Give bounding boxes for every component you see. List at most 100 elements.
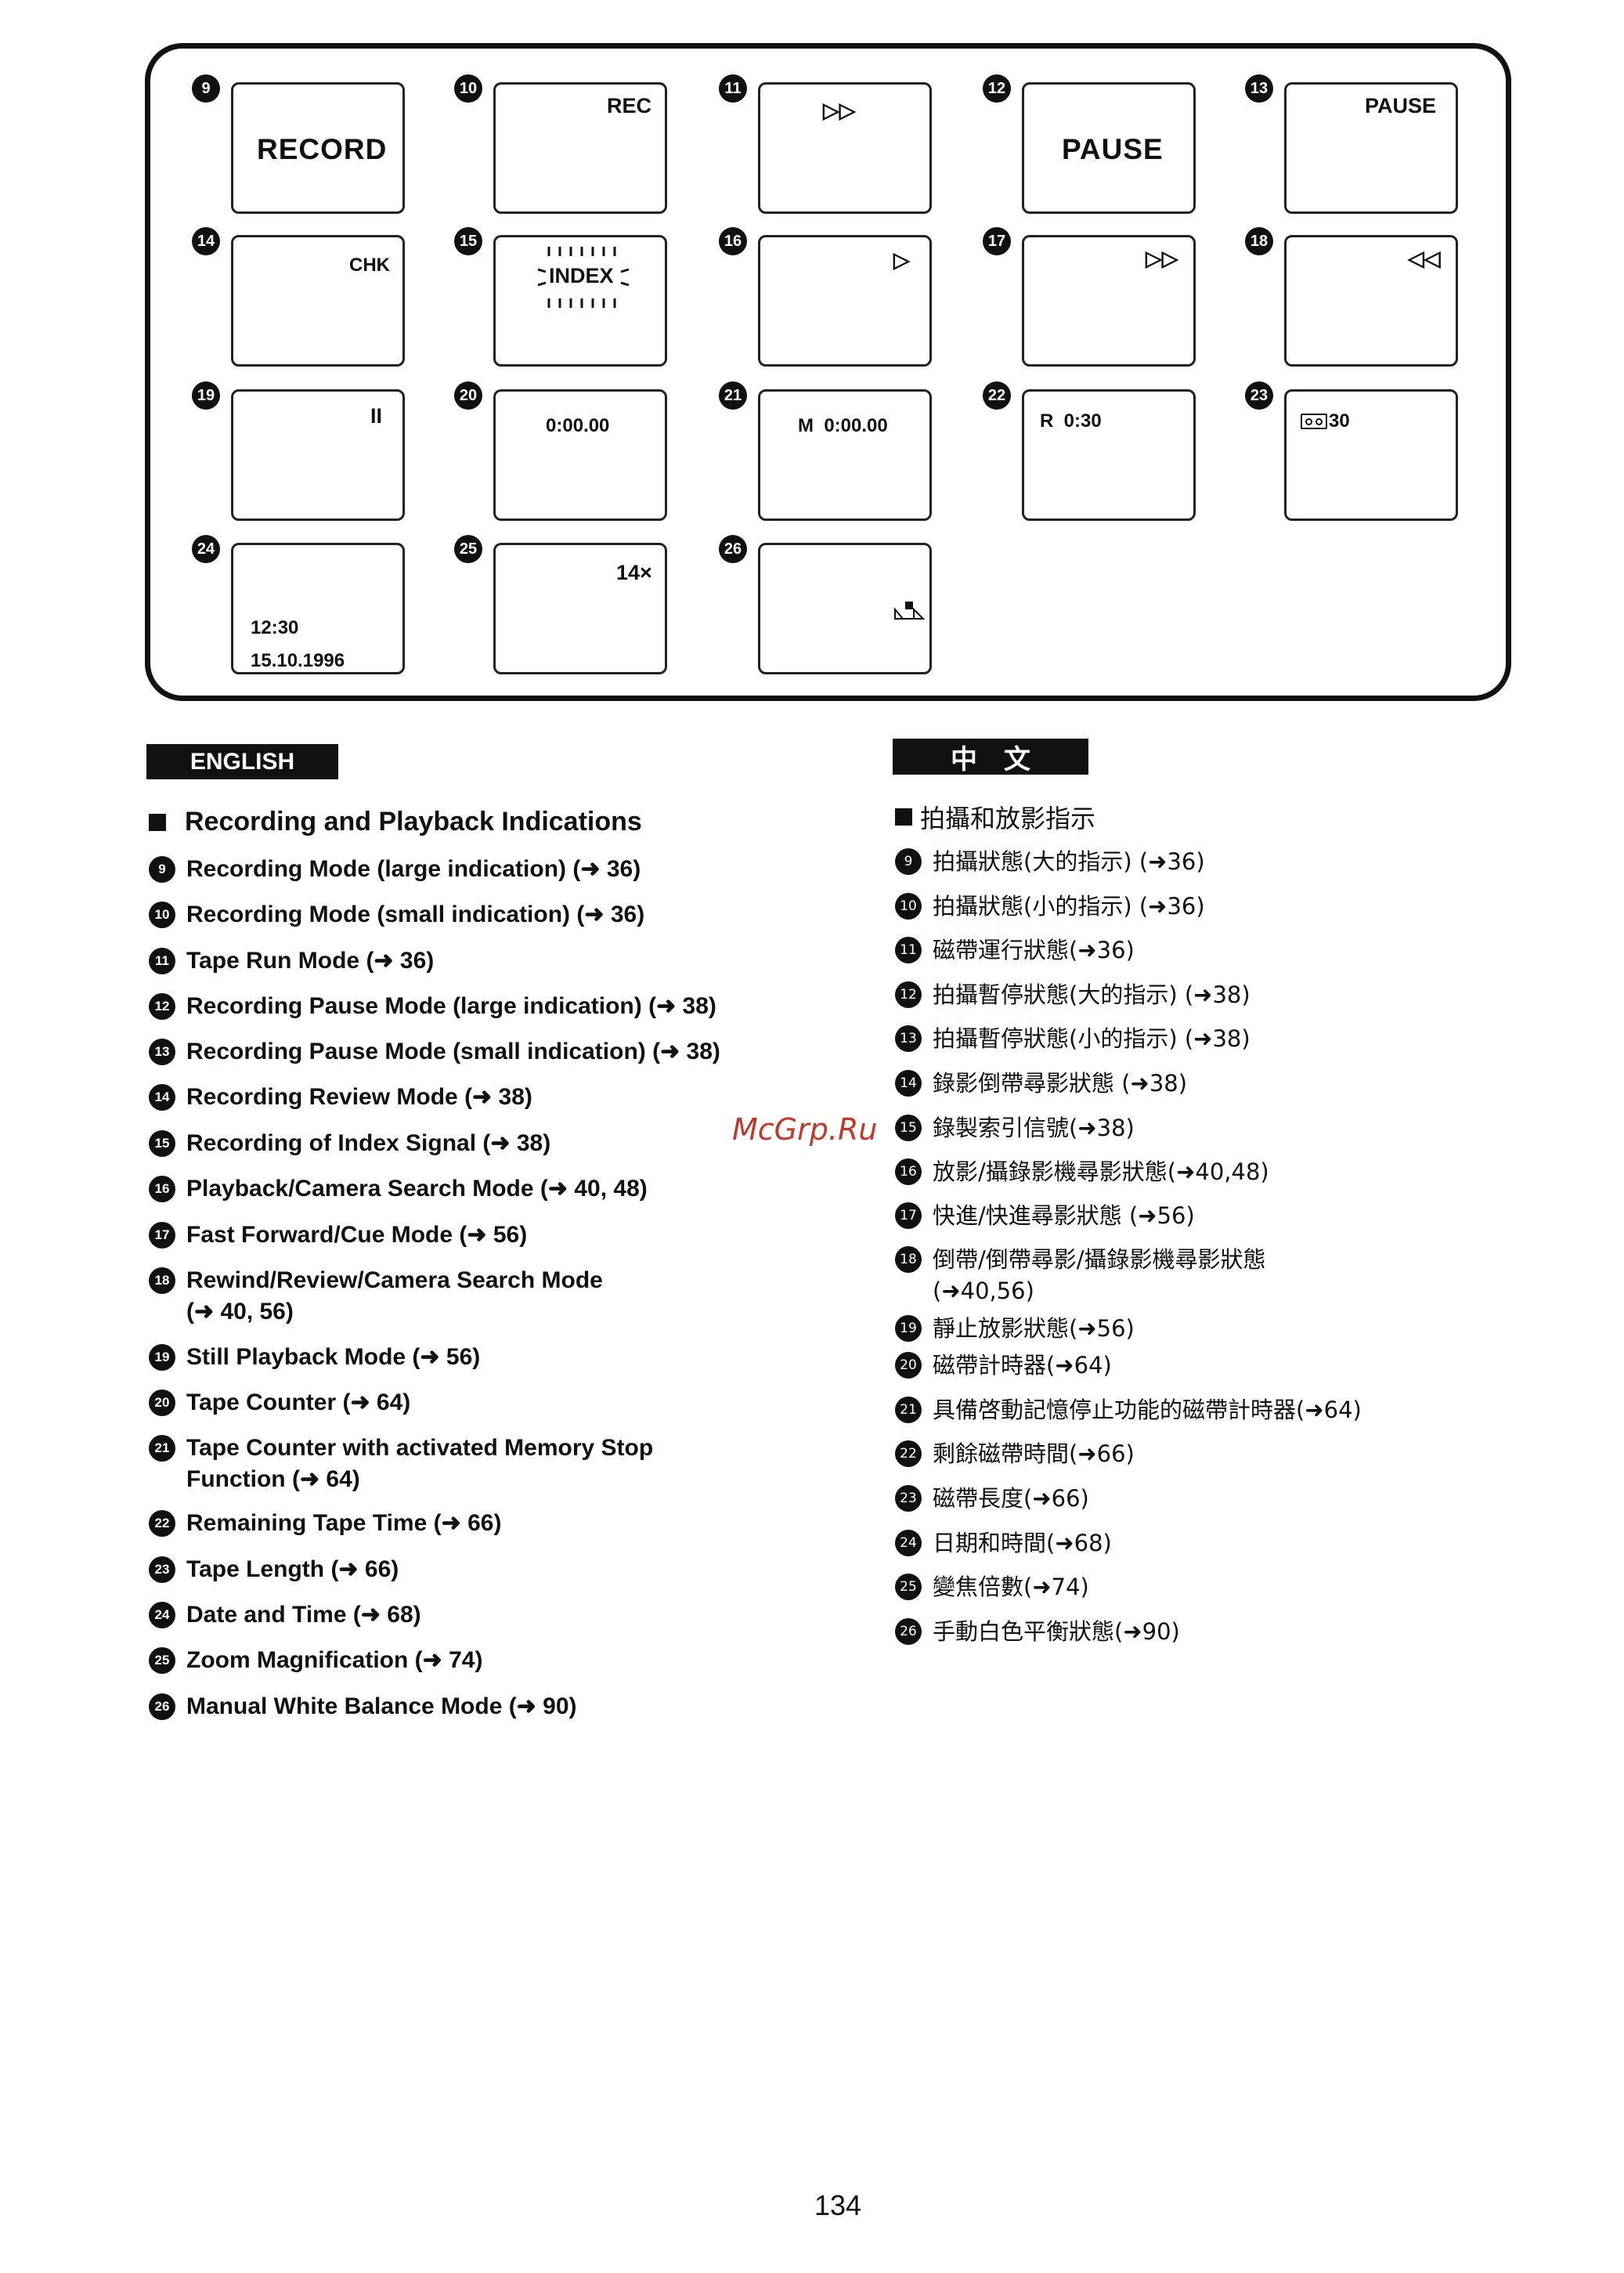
item-text: 靜止放影狀態(➜56) (933, 1313, 1135, 1344)
display-indicator-text: 12:30 (251, 617, 299, 638)
item-text: 磁帶運行狀態(➜36) (933, 934, 1135, 966)
item-line: Rewind/Review/Camera Search Mode (186, 1267, 603, 1293)
item-line: Manual White Balance Mode (➜ 90) (186, 1693, 577, 1719)
item-number-badge: 19 (149, 1344, 175, 1371)
item-number-badge: 16 (895, 1158, 922, 1185)
viewfinder-screen: ▷▷ (1022, 235, 1196, 367)
item-number-badge: 26 (895, 1618, 922, 1645)
display-indicator-text: 0:00.00 (546, 415, 610, 436)
item-number-badge: 13 (149, 1039, 175, 1065)
viewfinder-screen: PAUSE (1022, 82, 1196, 214)
chinese-list-item: 25 變焦倍數(➜74) (895, 1571, 1089, 1603)
item-text: 拍攝暫停狀態(大的指示) (➜38) (933, 979, 1250, 1010)
display-indicator-text: M 0:00.00 (798, 415, 888, 436)
viewfinder-screen: PAUSE (1284, 82, 1458, 214)
item-number-badge: 21 (149, 1435, 175, 1462)
display-indicator-text: ▷ (893, 248, 910, 272)
english-list-item: 10 Recording Mode (small indication) (➜ 3… (149, 899, 644, 931)
item-line: Recording Pause Mode (large indication) … (186, 993, 716, 1019)
item-text: Manual White Balance Mode (➜ 90) (186, 1691, 577, 1722)
item-line: 變焦倍數(➜74) (933, 1574, 1089, 1600)
item-text: 錄製索引信號(➜38) (933, 1112, 1135, 1144)
display-number-badge: 19 (192, 381, 220, 410)
item-text: Remaining Tape Time (➜ 66) (186, 1508, 501, 1539)
item-line: Still Playback Mode (➜ 56) (186, 1344, 481, 1370)
watermark: McGrp.Ru (732, 1112, 878, 1147)
viewfinder-screen: R 0:30 (1022, 389, 1196, 521)
english-heading-text: Recording and Playback Indications (185, 807, 642, 837)
item-text: 日期和時間(➜68) (933, 1527, 1112, 1559)
item-line: 拍攝暫停狀態(小的指示) (➜38) (933, 1025, 1250, 1052)
display-number-badge: 14 (192, 227, 220, 255)
item-line: Function (➜ 64) (186, 1466, 360, 1492)
display-indicator-text: ▷▷ (823, 99, 856, 122)
item-number-badge: 12 (895, 981, 922, 1008)
item-number-badge: 25 (895, 1574, 922, 1600)
display-indicator-text: ▷▷ (1146, 247, 1178, 270)
item-text: Recording Pause Mode (large indication) … (186, 991, 716, 1022)
item-line: Recording Mode (large indication) (➜ 36) (186, 856, 641, 882)
item-line: Playback/Camera Search Mode (➜ 40, 48) (186, 1176, 648, 1202)
display-indicator-text: ◁◁ (1408, 247, 1441, 270)
item-line: Tape Length (➜ 66) (186, 1556, 399, 1582)
item-number-badge: 15 (895, 1115, 922, 1141)
item-number-badge: 14 (149, 1084, 175, 1111)
item-text: Tape Run Mode (➜ 36) (186, 945, 434, 977)
display-number-badge: 22 (983, 381, 1011, 410)
item-number-badge: 20 (149, 1389, 175, 1416)
item-line: 快進/快進尋影狀態 (➜56) (933, 1202, 1195, 1229)
item-line: (➜40,56) (933, 1277, 1034, 1304)
viewfinder-screen: ▷ (758, 235, 932, 367)
item-line: Tape Run Mode (➜ 36) (186, 948, 435, 974)
item-number-badge: 10 (149, 902, 175, 928)
item-line: 具備啓動記憶停止功能的磁帶計時器(➜64) (933, 1397, 1362, 1423)
english-heading: Recording and Playback Indications (149, 807, 642, 837)
white-balance-icon (893, 602, 926, 626)
item-number-badge: 17 (149, 1222, 175, 1249)
item-text: 手動白色平衡狀態(➜90) (933, 1616, 1180, 1647)
item-text: Recording Mode (small indication) (➜ 36) (186, 899, 644, 931)
item-text: 放影/攝錄影機尋影狀態(➜40,48) (933, 1156, 1269, 1187)
display-indicator-text: 14× (616, 561, 652, 584)
viewfinder-screen: CHK (231, 235, 405, 367)
display-indicator-text: CHK (349, 255, 390, 276)
item-text: Tape Counter (➜ 64) (186, 1387, 410, 1418)
item-line: Zoom Magnification (➜ 74) (186, 1647, 483, 1673)
viewfinder-screen: INDEX (493, 235, 667, 367)
item-line: 錄製索引信號(➜38) (933, 1115, 1135, 1141)
display-number-badge: 11 (719, 74, 747, 103)
display-indicator-text: R 0:30 (1040, 410, 1102, 432)
item-text: 剩餘磁帶時間(➜66) (933, 1438, 1135, 1469)
heading-square (895, 808, 912, 826)
item-number-badge: 24 (149, 1602, 175, 1628)
item-text: 變焦倍數(➜74) (933, 1571, 1089, 1603)
display-number-badge: 12 (983, 74, 1011, 103)
item-line: 放影/攝錄影機尋影狀態(➜40,48) (933, 1158, 1269, 1185)
item-text: Playback/Camera Search Mode (➜ 40, 48) (186, 1173, 648, 1205)
english-section-tag: ENGLISH (146, 744, 338, 779)
item-line: 靜止放影狀態(➜56) (933, 1315, 1135, 1342)
chinese-list-item: 26 手動白色平衡狀態(➜90) (895, 1616, 1180, 1647)
display-number-badge: 10 (454, 74, 482, 103)
item-text: Rewind/Review/Camera Search Mode(➜ 40, 5… (186, 1265, 603, 1328)
